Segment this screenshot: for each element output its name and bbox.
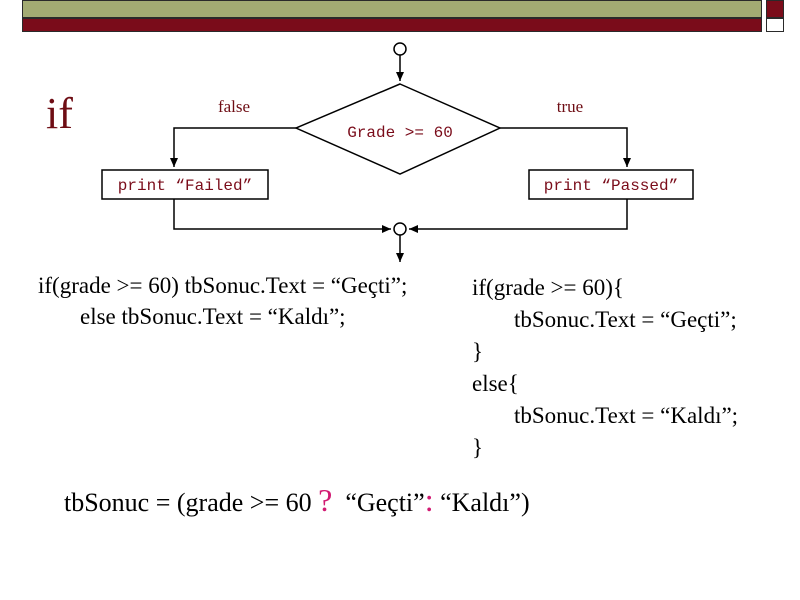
ternary-question-mark: ? xyxy=(318,482,333,518)
true-action-box xyxy=(528,169,694,200)
ternary-part3: “Kaldı”) xyxy=(440,488,530,517)
merge-arrow-right xyxy=(409,199,628,233)
code-right-line5: tbSonuc.Text = “Kaldı”; xyxy=(514,403,739,428)
true-action-text: print “Passed” xyxy=(544,177,678,195)
code-left-line1: if(grade >= 60) tbSonuc.Text = “Geçti”; xyxy=(38,273,408,298)
code-right-line3: } xyxy=(472,339,484,364)
false-label: false xyxy=(218,97,250,116)
code-left-line2: else tbSonuc.Text = “Kaldı”; xyxy=(80,304,346,329)
ternary-expression: tbSonuc = (grade >= 60 ? “Geçti”: “Kaldı… xyxy=(64,484,530,516)
ternary-part1: tbSonuc = (grade >= 60 xyxy=(64,488,312,517)
code-right-line4: else{ xyxy=(472,371,519,396)
code-right-line1: if(grade >= 60){ xyxy=(472,275,624,300)
code-right-line6: } xyxy=(472,435,484,460)
merge-arrow-left xyxy=(173,199,391,233)
true-label: true xyxy=(557,97,583,116)
slide-title: if xyxy=(46,89,73,138)
start-node xyxy=(393,42,407,56)
decision-diamond xyxy=(294,83,502,175)
header-bar-maroon xyxy=(22,18,762,32)
merge-node xyxy=(393,222,407,236)
code-right-line2: tbSonuc.Text = “Geçti”; xyxy=(514,307,737,332)
decision-text: Grade >= 60 xyxy=(347,124,453,142)
ternary-part2: “Geçti” xyxy=(345,488,425,517)
false-action-box xyxy=(101,169,269,200)
false-action-text: print “Failed” xyxy=(118,177,252,195)
false-branch-arrow xyxy=(170,127,296,167)
true-branch-arrow xyxy=(500,127,631,167)
ternary-colon: : xyxy=(424,482,434,518)
corner-square-white xyxy=(766,18,784,32)
header-bar-olive xyxy=(22,0,762,18)
corner-square-maroon xyxy=(766,0,784,18)
